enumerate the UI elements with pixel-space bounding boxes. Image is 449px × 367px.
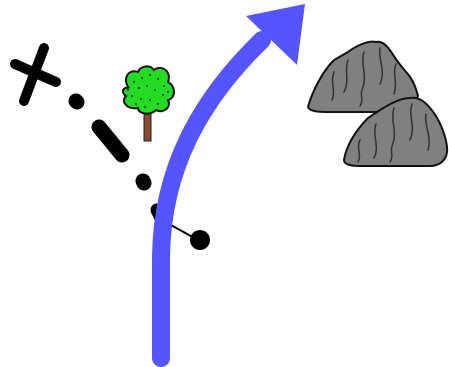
trail-dash: [76, 101, 77, 102]
dot-marker-icon: [190, 230, 210, 250]
tree-foliage: [123, 66, 174, 113]
trail-dash: [143, 181, 144, 183]
